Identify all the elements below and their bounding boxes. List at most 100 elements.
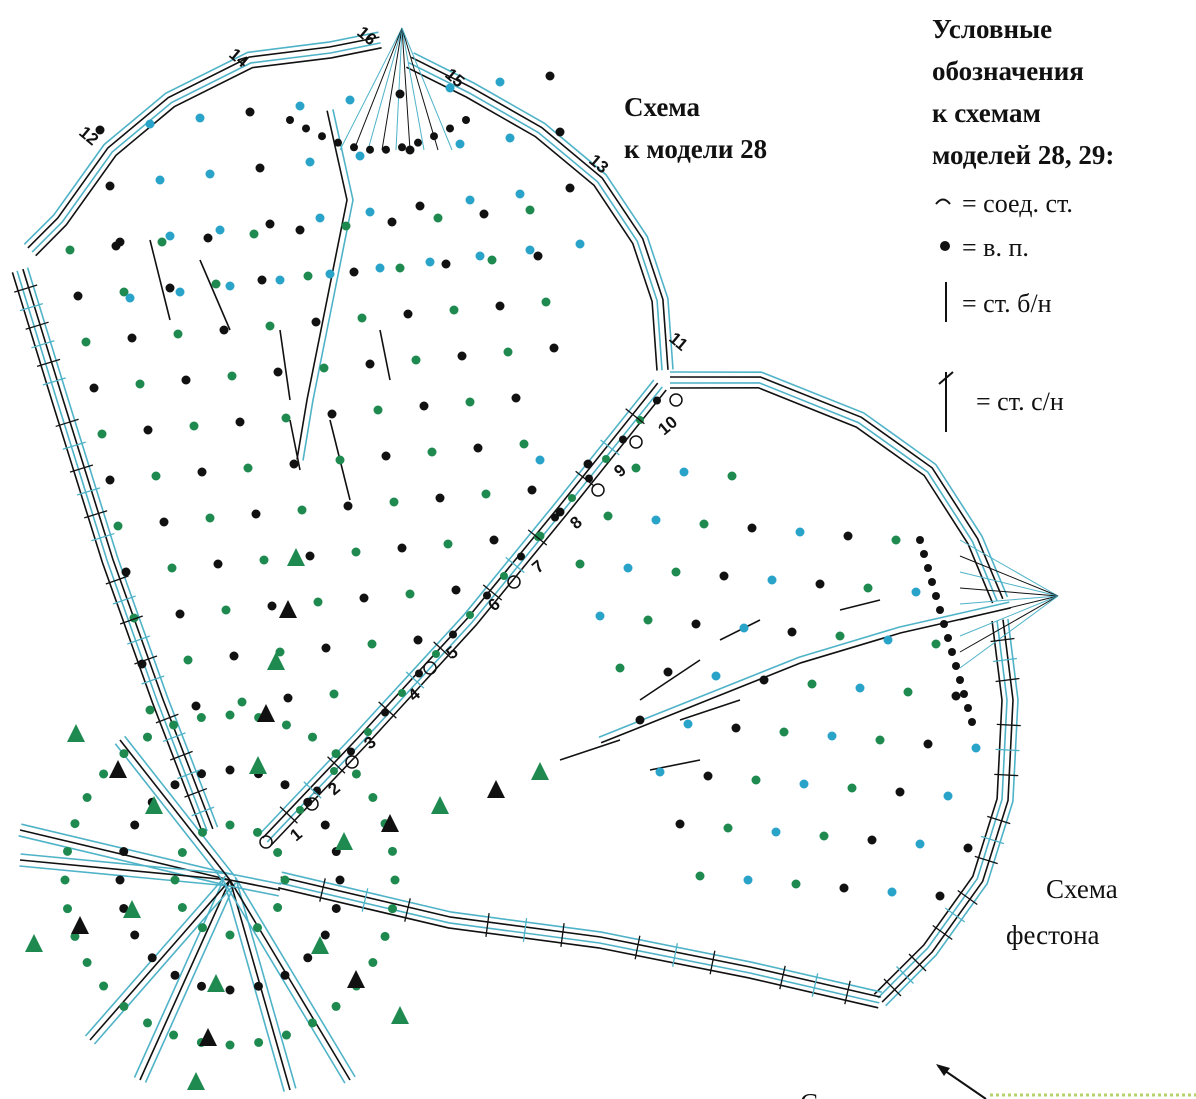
chain-dot (455, 139, 465, 149)
chain-dot (727, 471, 737, 481)
chain-dot (167, 563, 177, 573)
double-crochet-tick (987, 815, 1011, 825)
chain-dot (349, 267, 359, 277)
chain-dot (389, 497, 399, 507)
chain-dot (583, 459, 593, 469)
double-crochet-tick (996, 723, 1021, 727)
double-crochet-tick (91, 532, 115, 542)
chain-dot (367, 639, 377, 649)
chain-dot (960, 690, 968, 698)
chain-dot (711, 671, 721, 681)
stitch-line (959, 595, 1059, 669)
chain-dot (327, 409, 337, 419)
triangle-marker (109, 760, 127, 778)
stitch-line (22, 268, 214, 830)
chain-dot (479, 209, 489, 219)
stitch-line (381, 27, 403, 151)
chain-dot (863, 583, 873, 593)
chain-dot (281, 720, 291, 730)
chain-dot (759, 675, 769, 685)
bottom-arrow-icon (936, 1064, 1196, 1099)
chain-dot (968, 718, 976, 726)
chain-dot (331, 903, 341, 913)
chain-dot (723, 823, 733, 833)
chain-dot (398, 689, 406, 697)
double-crochet-tick (378, 701, 397, 719)
chain-dot (699, 519, 709, 529)
double-crochet-tick (896, 966, 914, 984)
chain-dot (651, 515, 661, 525)
chain-dot (875, 735, 885, 745)
chain-dot (63, 846, 73, 856)
stitch-line (19, 859, 231, 881)
chain-dot (113, 521, 123, 531)
chain-dot (525, 245, 535, 255)
chain-dot (623, 563, 633, 573)
stitch-line (401, 27, 411, 151)
chain-dot (308, 1018, 317, 1028)
chain-dot (283, 693, 293, 703)
chain-dot (169, 1030, 179, 1040)
chain-dot (205, 513, 215, 523)
chain-dot (771, 827, 781, 837)
stitch-line (26, 267, 219, 828)
double-crochet-tick (482, 584, 503, 601)
chain-dot (280, 780, 290, 790)
chain-dot (475, 251, 485, 261)
chain-dot (366, 145, 374, 154)
chain-dot (165, 231, 175, 241)
chain-dot (334, 138, 342, 147)
chain-dot (373, 405, 383, 415)
chain-dot (313, 786, 321, 795)
triangle-marker (311, 936, 329, 954)
double-crochet-tick (811, 973, 819, 997)
chain-dot (495, 77, 505, 87)
chain-dot (195, 113, 205, 123)
double-crochet-tick (76, 487, 101, 496)
legend-item-slip-stitch: = соед. ст. (962, 189, 1073, 218)
chain-dot (170, 780, 180, 790)
chain-dot (382, 145, 390, 154)
double-crochet-tick (127, 635, 151, 645)
chain-dot (70, 931, 80, 941)
stitch-line (559, 739, 621, 761)
double-crochet-tick (279, 806, 298, 824)
row-number-11: 11 (665, 329, 691, 355)
chain-dot (345, 95, 355, 105)
chain-dot (275, 275, 285, 285)
chain-dot (395, 89, 405, 99)
stitch-line (959, 595, 1059, 653)
chain-dot (413, 635, 423, 645)
chain-dot (319, 363, 329, 373)
chain-dot (511, 393, 521, 403)
chain-dot (259, 555, 269, 565)
chain-dot (419, 401, 429, 411)
chain-dot (265, 219, 275, 229)
triangle-marker (199, 1028, 217, 1046)
chain-dot (343, 501, 353, 511)
chain-dot (170, 875, 180, 885)
double-crochet-tick (155, 713, 179, 724)
chain-dot (331, 1001, 341, 1011)
chain-dots (60, 71, 981, 1050)
chain-dot (315, 213, 325, 223)
double-crochet-tick (844, 980, 851, 1005)
chain-dot (355, 151, 365, 161)
stitch-line (224, 882, 346, 1084)
triangle-marker (431, 796, 449, 814)
chain-dot (221, 605, 231, 615)
chain-dot (203, 233, 213, 243)
chain-dot (799, 779, 809, 789)
chain-dot (351, 547, 361, 557)
chain-dot (739, 623, 749, 633)
double-crochet-tick (980, 835, 1005, 845)
stitch-line (401, 27, 425, 151)
chain-dot (795, 527, 805, 537)
chain-dot (843, 531, 853, 541)
chain-dot (787, 627, 797, 637)
chain-dot (365, 359, 375, 369)
chain-dot (835, 631, 845, 641)
chain-dot (197, 981, 207, 991)
slip-stitch-mark (345, 755, 359, 769)
double-crochet-tick (560, 923, 565, 947)
